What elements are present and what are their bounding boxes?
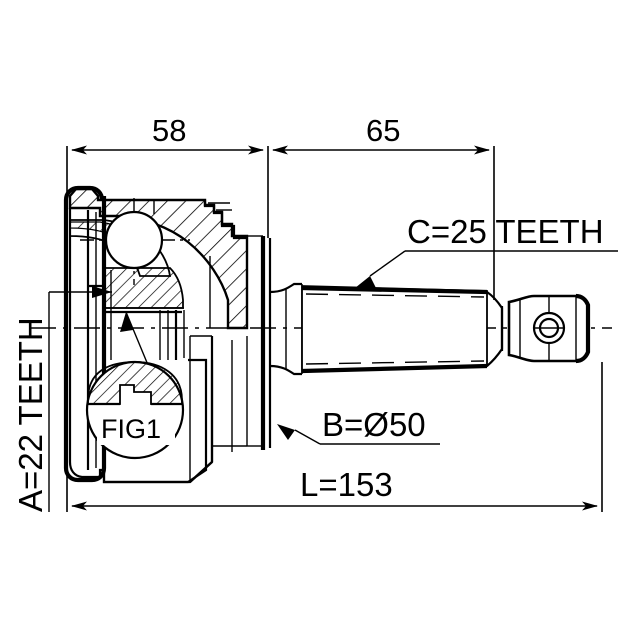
dimension-65: 65 (272, 113, 495, 300)
label-c-arrowhead (355, 276, 376, 288)
housing-top-round-corner (63, 185, 105, 201)
shaft-spline-root-bottom (305, 360, 485, 365)
label-spline-a: A=22 TEETH (12, 286, 112, 512)
label-spline-c: C=25 TEETH (355, 213, 618, 288)
label-c-leader (369, 250, 406, 277)
dimL-value: L=153 (300, 466, 393, 503)
inner-hub-section (103, 267, 184, 309)
label-b-leader (294, 429, 321, 445)
shaft-spline-top (301, 285, 488, 295)
shaft-end-cap-edge (575, 293, 591, 364)
shaft-spline-root-top (305, 293, 485, 298)
joint-housing-section (63, 185, 272, 484)
housing-lower-detail-lines (189, 335, 248, 482)
dimension-58: 58 (66, 113, 269, 238)
fig1-leader-arrowhead (120, 312, 133, 332)
fig1-label: FIG1 (101, 414, 161, 444)
fig1-leader-line (125, 311, 149, 366)
dim58-value: 58 (152, 113, 186, 148)
housing-flange-steps (203, 200, 248, 240)
fig1-spline-tooth-profile (87, 361, 183, 405)
shaft-body (301, 285, 488, 373)
fig1-label-backing (97, 415, 175, 445)
label-b-text: B=Ø50 (322, 406, 426, 443)
bearing-ball (104, 210, 164, 270)
fig1-detail-bubble: FIG1 (85, 311, 185, 460)
label-a-text: A=22 TEETH (12, 317, 49, 512)
label-a-arrowhead (92, 286, 112, 298)
dim65-value: 65 (366, 113, 400, 148)
label-b-arrowhead (277, 424, 295, 440)
shaft-spline-bottom (301, 363, 488, 374)
label-diameter-b: B=Ø50 (277, 406, 440, 445)
spline-bore-lines (86, 210, 185, 470)
housing-chamfer-lower (189, 461, 213, 483)
shaft-end-transition (486, 291, 504, 367)
label-c-text: C=25 TEETH (407, 213, 604, 250)
output-shaft (269, 282, 591, 376)
dimension-total-length: L=153 (66, 362, 603, 512)
